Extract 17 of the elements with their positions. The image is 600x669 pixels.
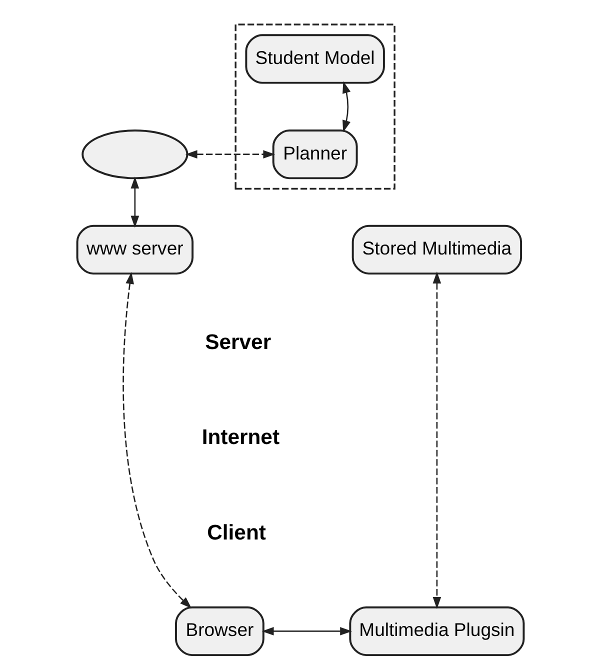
node-box: Multimedia Plugsin	[348, 606, 524, 656]
node-box: Planner	[272, 130, 358, 180]
label: Internet	[201, 426, 280, 450]
node-box: Student Model	[244, 34, 384, 84]
arrow	[261, 627, 352, 636]
node-box: www server	[76, 224, 194, 275]
arrow	[122, 272, 192, 609]
label: Client	[206, 522, 266, 545]
node-ellipse	[81, 130, 188, 180]
cluster	[234, 24, 395, 190]
node-box: Browser	[174, 606, 264, 656]
node-box: Stored Multimedia	[351, 224, 522, 275]
arrow	[130, 176, 139, 228]
label: Server	[204, 330, 271, 354]
arrow	[432, 272, 441, 609]
arrow	[342, 81, 350, 132]
arrow	[184, 150, 275, 159]
